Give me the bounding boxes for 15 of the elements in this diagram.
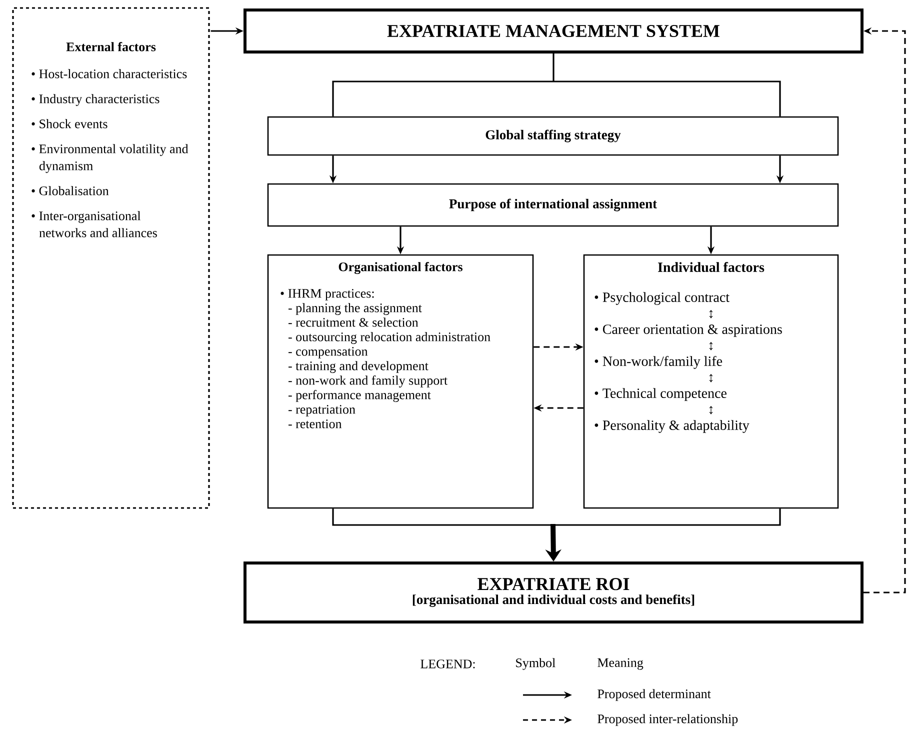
legend-text: Proposed inter-relationship xyxy=(598,714,738,726)
connector xyxy=(332,52,781,118)
title-box: EXPATRIATE MANAGEMENT SYSTEM xyxy=(244,8,864,54)
legend-heading: Symbol xyxy=(516,658,556,670)
legend-heading: LEGEND: xyxy=(420,660,475,668)
process-box: Global staffing strategy xyxy=(267,116,839,156)
outcome-box: EXPATRIATE ROI [organisational and individual costs and benefits] xyxy=(244,562,864,624)
factor-box: Organisational factors • IHRM practices: - planning the assignment - recruitment & selection - outsourcing relocation administration - compensation - training and development - non-work and family support - performance management - repatriation - retention xyxy=(267,254,534,509)
dashed-box: External factors • Host-location characteristics • Industry characteristics • Shock events • Environmental volatility and dynamism • Globalisation • Inter-organisational networks and alliances xyxy=(12,7,210,509)
legend-text: Proposed determinant xyxy=(598,689,711,701)
process-box: Purpose of international assignment xyxy=(267,183,839,227)
connector xyxy=(553,508,781,526)
legend-heading: Meaning xyxy=(598,658,644,670)
factor-box: Individual factors • Psychological contract ↕ • Career orientation & aspirations ↕ • Non-work/family life ↕ • Technical competence ↕ • Personality & adaptability xyxy=(583,254,839,509)
connector xyxy=(332,508,553,526)
